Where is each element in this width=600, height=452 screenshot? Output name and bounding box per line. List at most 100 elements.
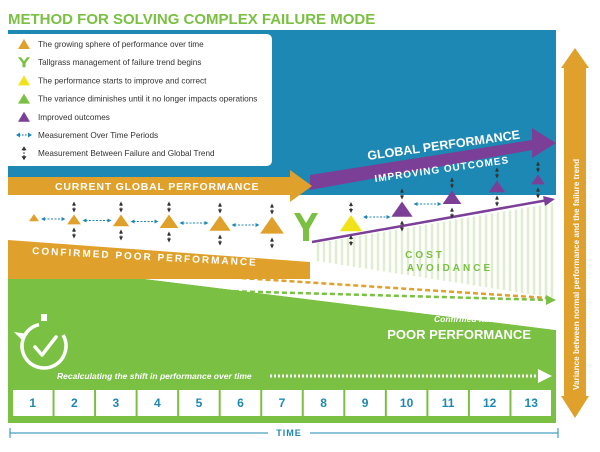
- trend-measurement-arrowhead: [167, 201, 171, 206]
- period-box: [511, 390, 551, 416]
- trend-measurement-arrowhead: [450, 214, 454, 219]
- time-axis-label: TIME: [276, 428, 302, 438]
- legend-label: Tallgrass management of failure trend be…: [38, 58, 201, 67]
- period-number: 6: [237, 396, 244, 410]
- trend-measurement-arrowhead: [218, 241, 222, 246]
- legend-box: [8, 34, 272, 166]
- trend-measurement-arrowhead: [72, 234, 76, 239]
- recalculating-arrowhead: [538, 369, 552, 383]
- current-global-performance-band: [8, 170, 312, 202]
- time-measurement-arrowhead: [413, 202, 418, 206]
- cost-label: COST: [405, 250, 445, 261]
- green-triangle-icon: [18, 93, 30, 104]
- trend-measurement-arrowhead: [349, 242, 353, 246]
- tallgrass-icon: [18, 57, 30, 68]
- legend-label: Improved outcomes: [38, 113, 110, 122]
- trend-measurement-arrowhead: [536, 161, 540, 166]
- improvement-trend-line: [311, 198, 549, 244]
- time-measurement-arrowhead: [107, 218, 112, 223]
- trend-measurement-arrowhead: [167, 208, 171, 213]
- time-measurement-arrowhead: [255, 223, 260, 227]
- trend-measurement-arrowhead: [450, 177, 454, 182]
- stopwatch-icon: [14, 314, 68, 370]
- time-measurement-arrowhead: [462, 190, 467, 195]
- current-global-performance-label: CURRENT GLOBAL PERFORMANCE: [55, 181, 259, 193]
- period-number: 5: [196, 396, 203, 410]
- recalculating-label: Recalculating the shift in performance o…: [57, 371, 252, 381]
- trend-measurement-arrowhead: [72, 227, 76, 232]
- trend-measurement-arrowhead: [400, 227, 404, 232]
- variance-axis-bottom-arrow: [561, 396, 589, 418]
- performance-marker: [67, 214, 81, 225]
- legend: The growing sphere of performance over t…: [16, 39, 257, 161]
- trend-measurement-arrowhead: [536, 187, 540, 192]
- period-number: 11: [442, 396, 455, 410]
- trend-measurement-arrowhead: [167, 231, 171, 236]
- dotted-vertical-arrow-icon: [21, 146, 27, 161]
- period-number: 8: [320, 396, 327, 410]
- performance-marker: [339, 215, 363, 232]
- legend-label: Measurement Between Failure and Global T…: [38, 149, 215, 158]
- period-box: [303, 390, 344, 416]
- trend-measurement-arrowhead: [536, 168, 540, 173]
- legend-label: Measurement Over Time Periods: [38, 131, 158, 140]
- trend-measurement-arrowhead: [495, 195, 499, 200]
- time-measurement-arrowhead: [525, 181, 530, 186]
- performance-marker: [442, 190, 462, 204]
- performance-marker: [391, 201, 413, 217]
- period-number: 1: [29, 396, 36, 410]
- variance-axis-top-arrow: [561, 48, 589, 68]
- performance-marker: [209, 215, 231, 231]
- legend-label: The performance starts to improve and co…: [38, 76, 207, 85]
- avoidance-label: AVOIDANCE: [407, 263, 493, 274]
- period-box: [345, 390, 385, 416]
- trend-measurement-arrowhead: [495, 174, 499, 179]
- performance-marker: [260, 216, 284, 234]
- legend-label: The growing sphere of performance over t…: [38, 40, 204, 49]
- trend-measurement-arrowhead: [119, 208, 123, 213]
- trend-measurement-arrowhead: [218, 202, 222, 207]
- period-box: [179, 390, 219, 416]
- legend-item: Measurement Between Failure and Global T…: [21, 146, 215, 161]
- legend-item: The variance diminishes until it no long…: [18, 93, 257, 104]
- performance-marker: [159, 214, 179, 228]
- period-number: 13: [525, 396, 539, 410]
- time-measurement-arrowhead: [154, 219, 159, 224]
- trend-measurement-arrowhead: [119, 201, 123, 206]
- trend-measurement-arrowhead: [72, 208, 76, 213]
- trend-measurement-arrowhead: [349, 235, 353, 239]
- trend-measurement-arrowhead: [450, 184, 454, 189]
- time-measurement-arrowhead: [204, 221, 209, 225]
- period-number: 10: [400, 396, 414, 410]
- time-measurement-arrowhead: [61, 217, 66, 221]
- performance-marker: [29, 214, 39, 222]
- time-measurement-arrowhead: [363, 215, 367, 219]
- trend-measurement-arrowhead: [270, 203, 274, 208]
- variance-axis-bar: [564, 66, 586, 396]
- trend-measurement-arrowhead: [495, 202, 499, 207]
- period-box: [262, 390, 302, 416]
- trend-measurement-arrowhead: [400, 220, 404, 225]
- period-number: 12: [483, 396, 497, 410]
- period-number: 9: [362, 396, 369, 410]
- time-measurement-arrowhead: [179, 221, 184, 225]
- trend-measurement-arrowhead: [450, 207, 454, 212]
- period-box: [428, 390, 468, 416]
- yellow-triangle-icon: [18, 75, 30, 86]
- period-number: 3: [113, 396, 120, 410]
- trend-measurement-arrowhead: [218, 234, 222, 239]
- trend-measurement-arrowhead: [218, 209, 222, 214]
- tallgrass-icon: [294, 213, 318, 241]
- legend-item: Measurement Over Time Periods: [16, 131, 158, 140]
- trend-measurement-arrowhead: [495, 167, 499, 172]
- period-box: [469, 390, 510, 416]
- trend-measurement-arrowhead: [270, 210, 274, 215]
- period-box: [13, 390, 53, 416]
- trend-measurement-arrowhead: [400, 188, 404, 193]
- purple-triangle-icon: [18, 111, 30, 122]
- legend-item: Improved outcomes: [18, 111, 110, 122]
- legend-item: Tallgrass management of failure trend be…: [18, 57, 201, 68]
- performance-marker: [112, 214, 130, 227]
